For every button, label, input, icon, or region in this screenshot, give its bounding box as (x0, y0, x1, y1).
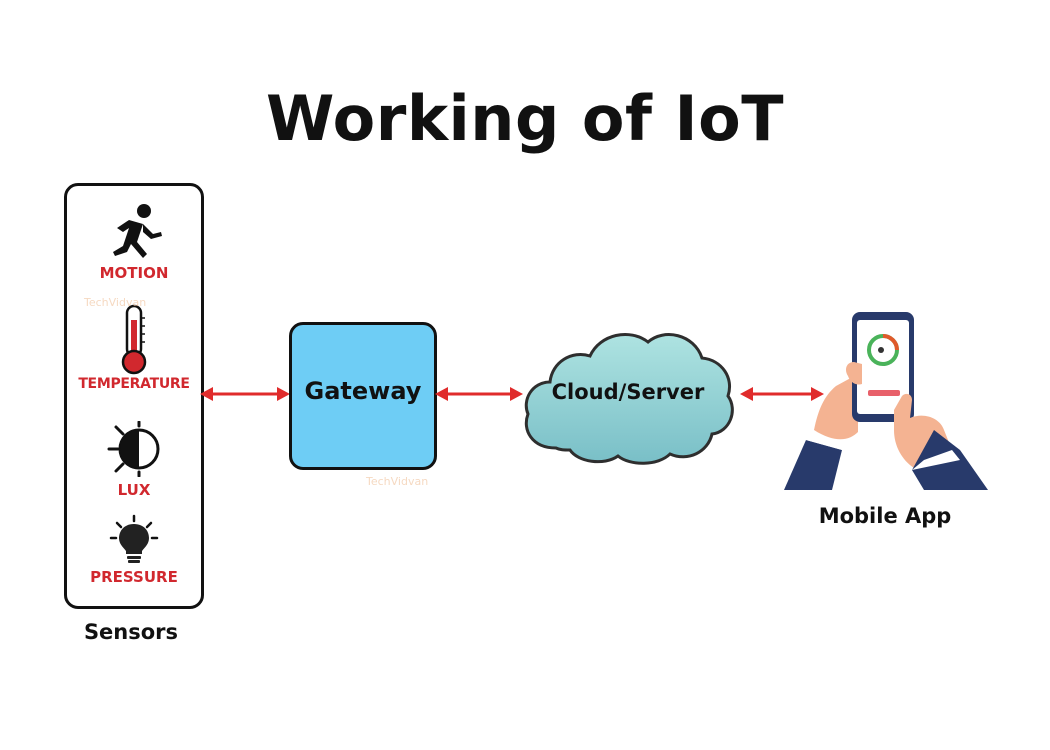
cloud-label: Cloud/Server (551, 380, 705, 404)
mobile-app-caption: Mobile App (818, 504, 952, 528)
sensors-caption: Sensors (83, 620, 179, 644)
thermometer-icon (121, 304, 147, 375)
brightness-icon (107, 421, 160, 477)
sensor-pressure: PRESSURE (67, 514, 201, 586)
watermark-sensors: TechVidvan (84, 296, 147, 309)
sensor-label-pressure: PRESSURE (90, 568, 178, 586)
hand-holding-phone-icon (784, 312, 988, 490)
lightbulb-icon (109, 514, 159, 563)
gateway-label: Gateway (304, 377, 422, 405)
sensor-motion: MOTION (67, 202, 201, 282)
gateway-box: Gateway (289, 322, 437, 470)
running-person-icon (113, 204, 162, 258)
sensor-label-temperature: TEMPERATURE (78, 376, 190, 392)
sensor-label-lux: LUX (117, 481, 151, 499)
sensors-panel: MOTION TEMPERATURE LUX (64, 183, 204, 609)
sensor-lux: LUX (67, 421, 201, 499)
sensor-temperature: TEMPERATURE (67, 304, 201, 392)
sensor-label-motion: MOTION (99, 264, 169, 282)
bidirectional-arrow-cloud-mobile (740, 387, 824, 401)
cloud-server-shape (524, 333, 734, 465)
bidirectional-arrow-sensors-gateway (200, 387, 290, 401)
watermark-gateway: TechVidvan (366, 475, 429, 488)
bidirectional-arrow-gateway-cloud (435, 387, 523, 401)
diagram-title: Working of IoT (265, 82, 785, 155)
